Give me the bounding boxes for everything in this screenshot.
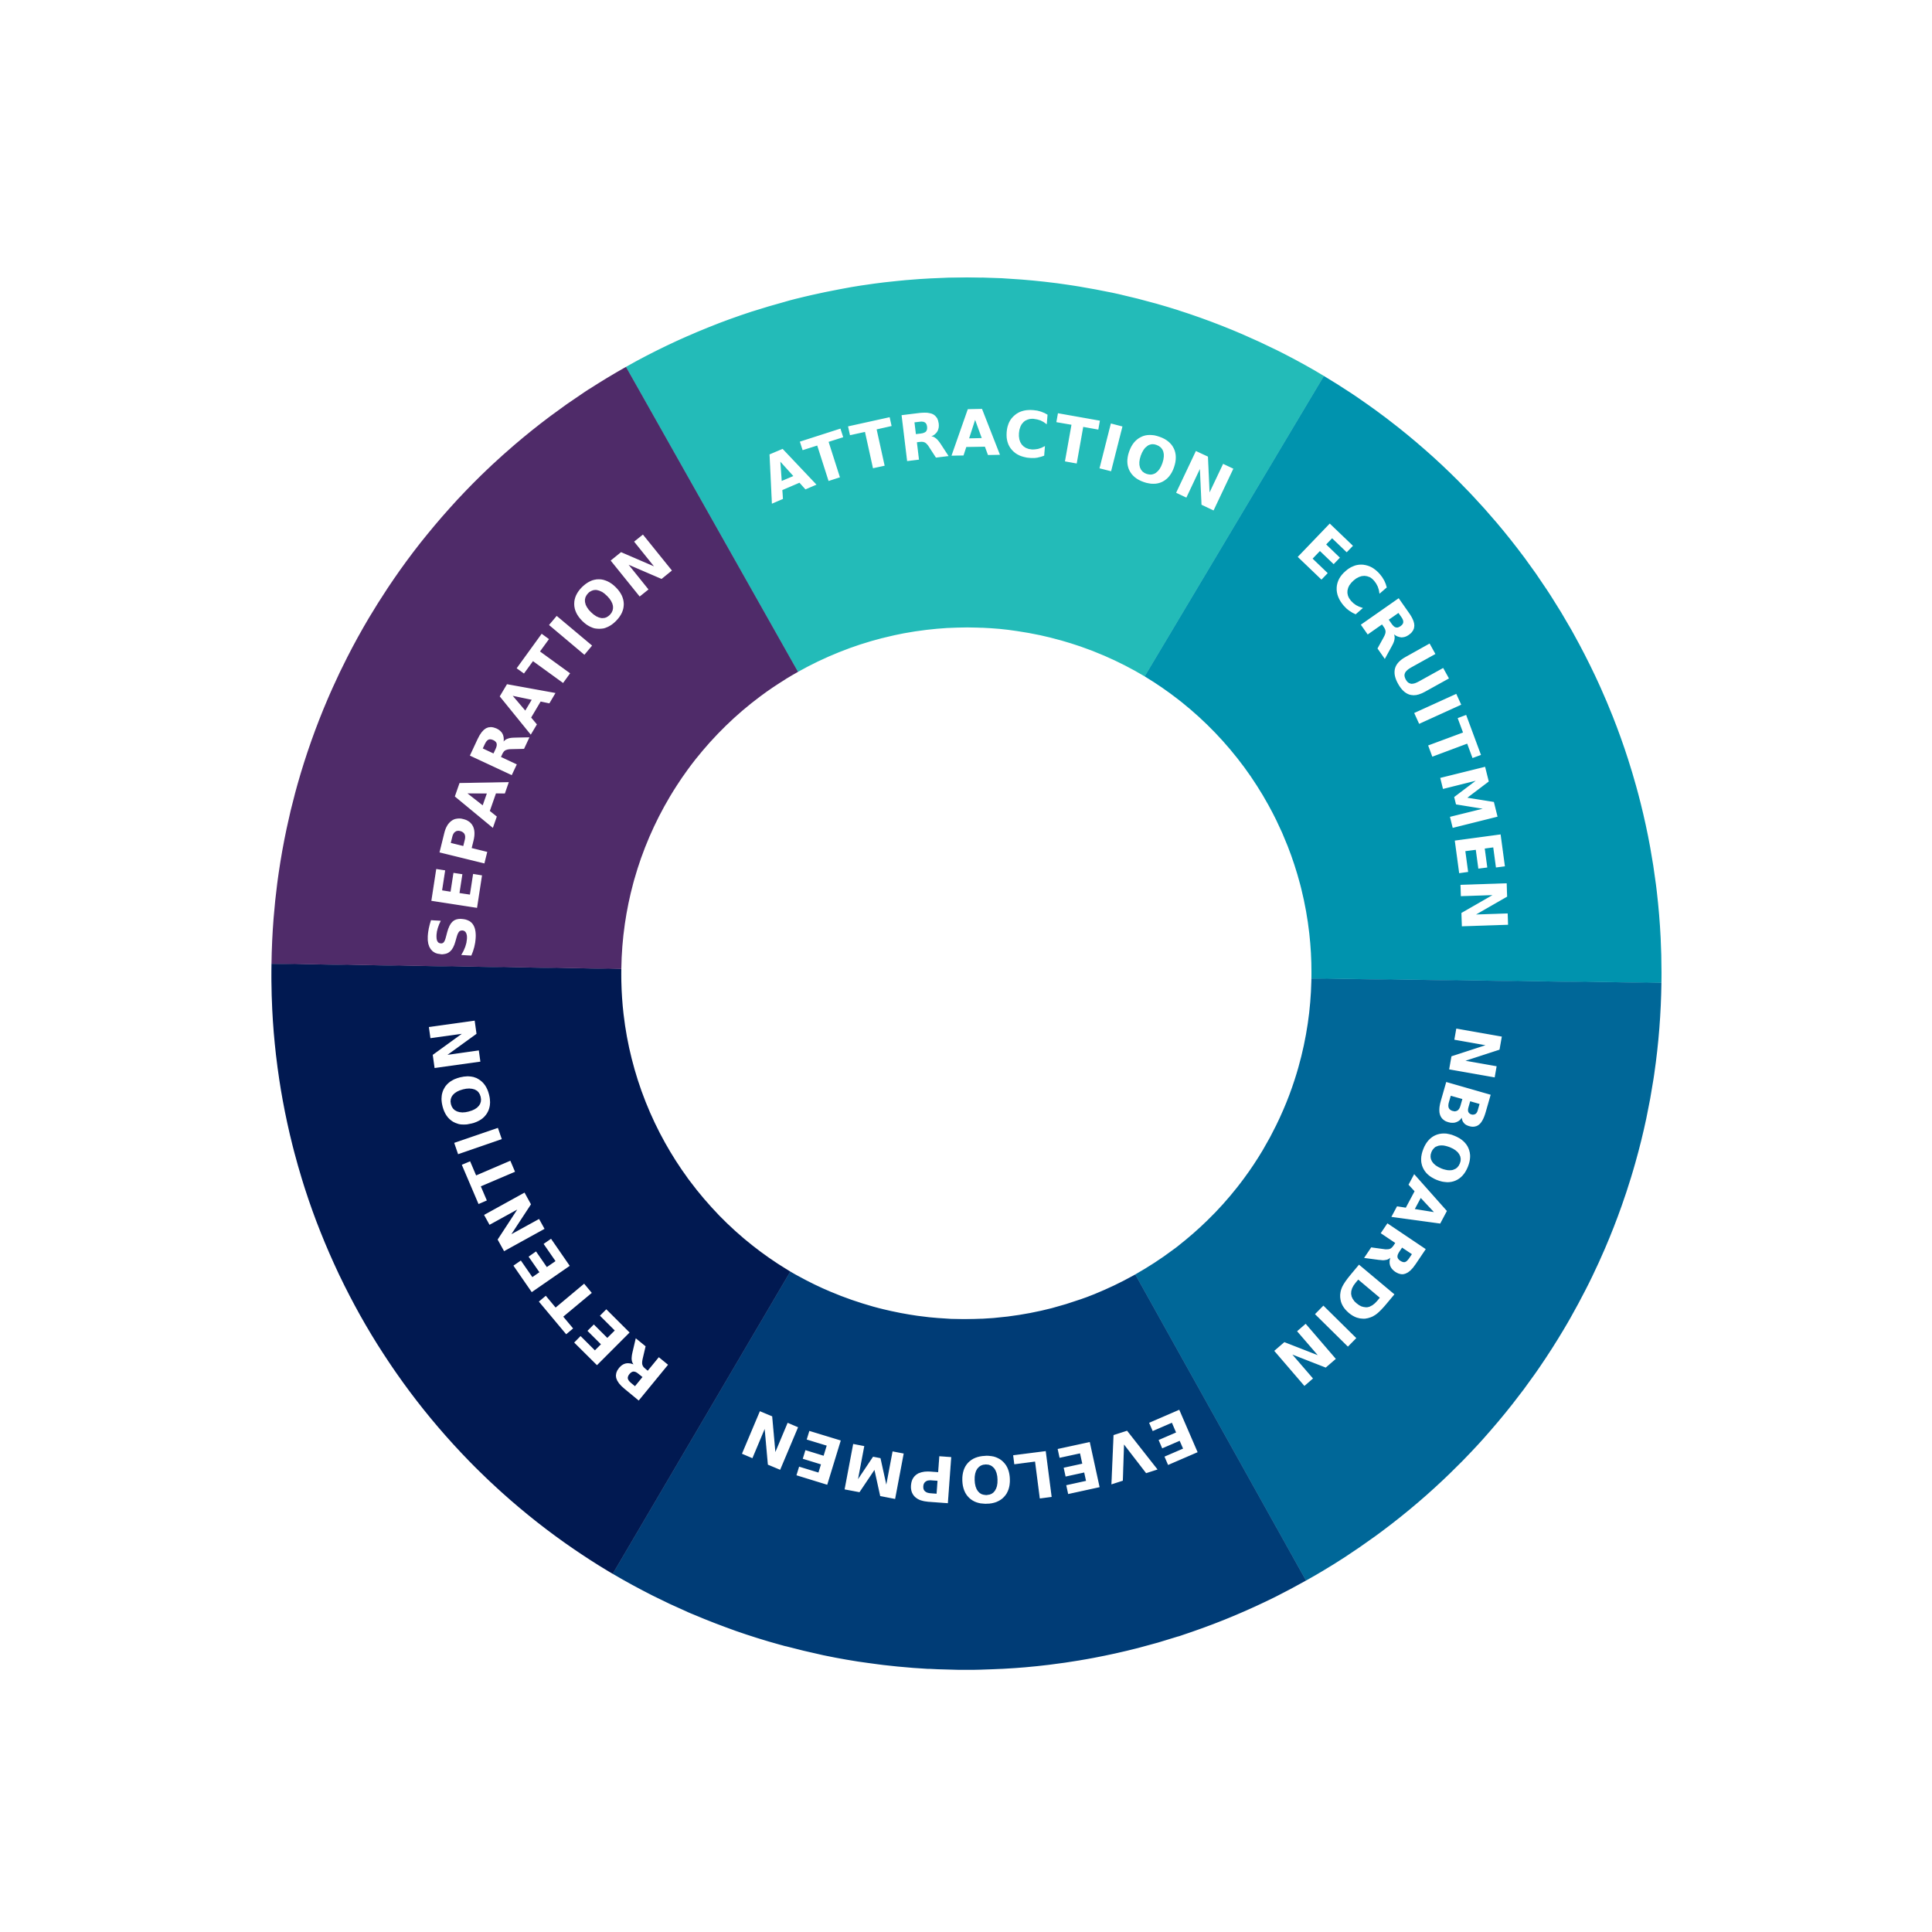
segment-attraction (626, 277, 1325, 677)
segment-separation (271, 366, 798, 969)
segment-retention (271, 964, 791, 1574)
segment-recruitment (1145, 376, 1662, 983)
segment-development (612, 1271, 1306, 1670)
segment-onboarding (1135, 978, 1662, 1581)
